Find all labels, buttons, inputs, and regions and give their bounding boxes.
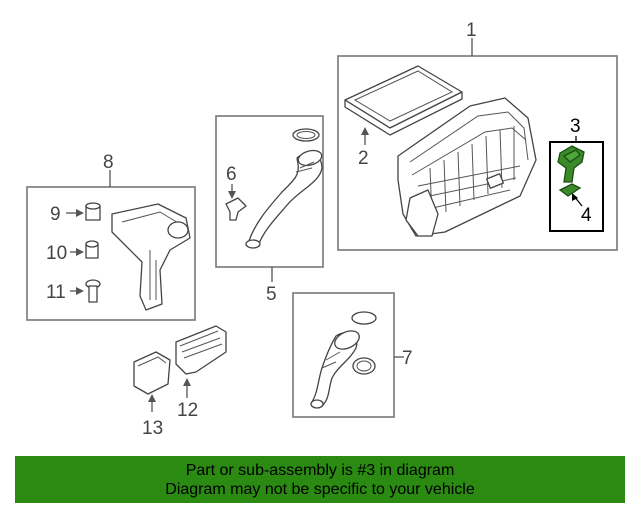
group-1-air-cleaner-assembly: 1 2 3 4: [337, 20, 618, 251]
callout-7[interactable]: 7: [402, 348, 413, 369]
banner-line-1: Part or sub-assembly is #3 in diagram: [185, 462, 455, 479]
clip-6[interactable]: [225, 197, 247, 221]
callout-12[interactable]: 12: [177, 400, 198, 421]
group-7-frame: [292, 292, 395, 418]
callout-2[interactable]: 2: [358, 148, 369, 169]
parts-diagram: 1 2 3 4: [26, 20, 618, 439]
part-13-bracket[interactable]: [133, 351, 171, 395]
info-banner: Part or sub-assembly is #3 in diagram Di…: [15, 456, 625, 503]
clamp-7b[interactable]: [352, 357, 376, 375]
inlet-hose[interactable]: [245, 148, 323, 249]
bushing-10[interactable]: [85, 240, 99, 259]
callout-3[interactable]: 3: [570, 116, 581, 137]
callout-5[interactable]: 5: [266, 284, 277, 305]
mass-airflow-sensor-highlighted[interactable]: [557, 145, 585, 183]
hose-clamp-5[interactable]: [292, 128, 320, 142]
grommet-9[interactable]: [85, 202, 101, 221]
group-8-frame: [26, 186, 196, 321]
group-5-inlet-hose: 5 6: [215, 115, 324, 305]
callout-11[interactable]: 11: [46, 282, 66, 303]
group-7-resonator: 7: [292, 292, 413, 418]
callout-9[interactable]: 9: [50, 204, 61, 225]
banner-line-2: Diagram may not be specific to your vehi…: [165, 481, 475, 498]
group-5-frame: [215, 115, 324, 268]
callout-13[interactable]: 13: [142, 418, 163, 439]
air-filter-element[interactable]: [344, 65, 463, 136]
resonator-hose[interactable]: [310, 327, 362, 409]
sensor-gasket-highlighted[interactable]: [558, 183, 582, 197]
group-8-intake-duct: 8 9 10 11: [26, 152, 196, 321]
group-1-frame: [337, 55, 618, 251]
callout-1[interactable]: 1: [466, 20, 477, 41]
part-12-duct-section[interactable]: [175, 325, 227, 375]
air-cleaner-housing[interactable]: [397, 97, 537, 237]
intake-duct[interactable]: [111, 203, 191, 311]
bolt-11[interactable]: [85, 279, 101, 303]
callout-4[interactable]: 4: [581, 205, 592, 226]
callout-8[interactable]: 8: [103, 152, 114, 173]
callout-10[interactable]: 10: [46, 243, 67, 264]
callout-6[interactable]: 6: [226, 164, 237, 185]
clamp-7a[interactable]: [351, 311, 377, 325]
